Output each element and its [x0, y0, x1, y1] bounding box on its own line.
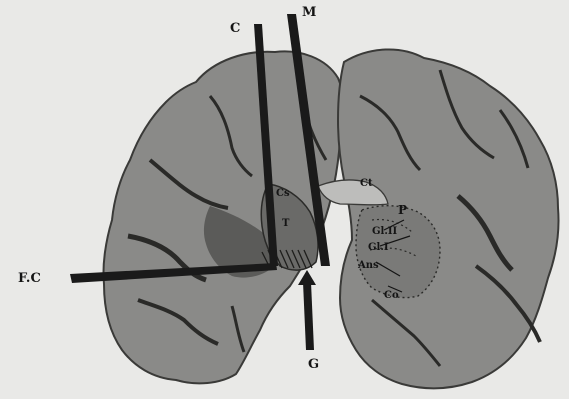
label-gl1: Gl.I: [368, 242, 389, 253]
label-gl2: Gl.II: [372, 226, 397, 237]
label-ct: Ct: [360, 178, 373, 189]
label-m: M: [302, 5, 316, 20]
label-ans: Ans: [357, 260, 379, 271]
label-cs: Cs: [276, 188, 290, 199]
label-fc: F.C: [18, 271, 41, 286]
label-c: C: [230, 21, 240, 36]
label-p: P: [398, 203, 407, 217]
label-g: G: [308, 357, 319, 372]
label-co: Co: [384, 290, 399, 301]
label-t: T: [282, 218, 290, 229]
